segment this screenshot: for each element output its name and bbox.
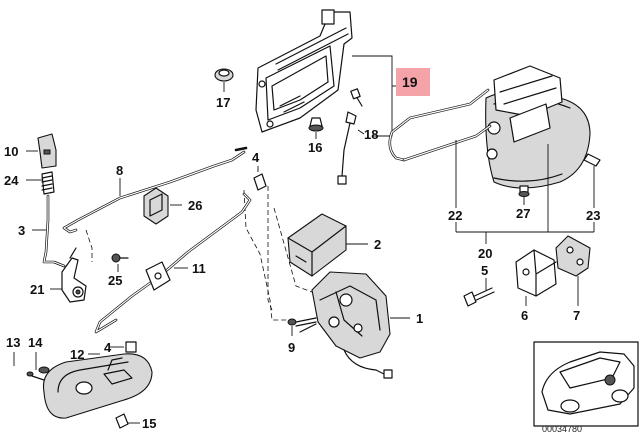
callout-4-lower: 4 — [104, 340, 112, 355]
screw-16 — [308, 117, 324, 132]
callout-26: 26 — [188, 198, 202, 213]
callout-8: 8 — [116, 163, 123, 178]
sleeve-24 — [41, 171, 55, 195]
screw-25 — [111, 253, 129, 263]
callout-10: 10 — [4, 144, 18, 159]
callout-20: 20 — [478, 246, 492, 261]
cable-18 — [337, 88, 363, 185]
clip-4-lower — [125, 341, 137, 353]
callout-4-upper: 4 — [252, 150, 260, 165]
image-code: 00034780 — [542, 424, 582, 434]
lock-housing-12 — [42, 353, 153, 419]
grommet-17 — [214, 68, 234, 82]
handle-rod-22 — [388, 88, 492, 162]
screw-9 — [287, 317, 317, 327]
callout-25: 25 — [108, 273, 122, 288]
screw-5 — [463, 287, 495, 307]
callout-14: 14 — [28, 335, 43, 350]
callout-16: 16 — [308, 140, 322, 155]
callout-18: 18 — [364, 127, 378, 142]
callout-12: 12 — [70, 347, 84, 362]
cable-11 — [94, 192, 252, 334]
callout-17: 17 — [216, 95, 230, 110]
callout-24: 24 — [4, 173, 19, 188]
callout-27: 27 — [516, 206, 530, 221]
callout-5: 5 — [481, 263, 488, 278]
callout-7: 7 — [573, 308, 580, 323]
callout-2: 2 — [374, 237, 381, 252]
callout-21: 21 — [30, 282, 44, 297]
outer-door-handle — [485, 65, 591, 189]
lock-part-2 — [287, 213, 347, 277]
callout-11: 11 — [192, 261, 206, 276]
callout-6: 6 — [521, 308, 528, 323]
rod-8 — [62, 146, 248, 234]
screw-13 — [38, 366, 50, 374]
lock-button-10 — [37, 133, 57, 169]
callout-23: 23 — [586, 208, 600, 223]
screw-14 — [26, 371, 45, 381]
door-lock-1 — [299, 271, 393, 379]
callout-13: 13 — [6, 335, 20, 350]
bracket-6 — [515, 249, 557, 297]
highlight-19 — [396, 68, 430, 96]
callout-9: 9 — [288, 340, 295, 355]
callout-15: 15 — [142, 416, 156, 431]
callout-22: 22 — [448, 208, 462, 223]
screw-23 — [583, 153, 601, 167]
clip-26 — [143, 187, 169, 225]
inner-handle-carrier — [255, 9, 353, 133]
clip-4-upper — [253, 173, 267, 191]
clip-15 — [115, 413, 129, 429]
callout-19: 19 — [402, 74, 418, 90]
car-inset — [533, 341, 639, 427]
screw-27 — [518, 185, 530, 197]
lever-21 — [61, 247, 87, 303]
callout-1: 1 — [416, 311, 423, 326]
rod-3 — [42, 194, 66, 268]
callout-3: 3 — [18, 223, 25, 238]
bracket-7 — [555, 235, 591, 277]
